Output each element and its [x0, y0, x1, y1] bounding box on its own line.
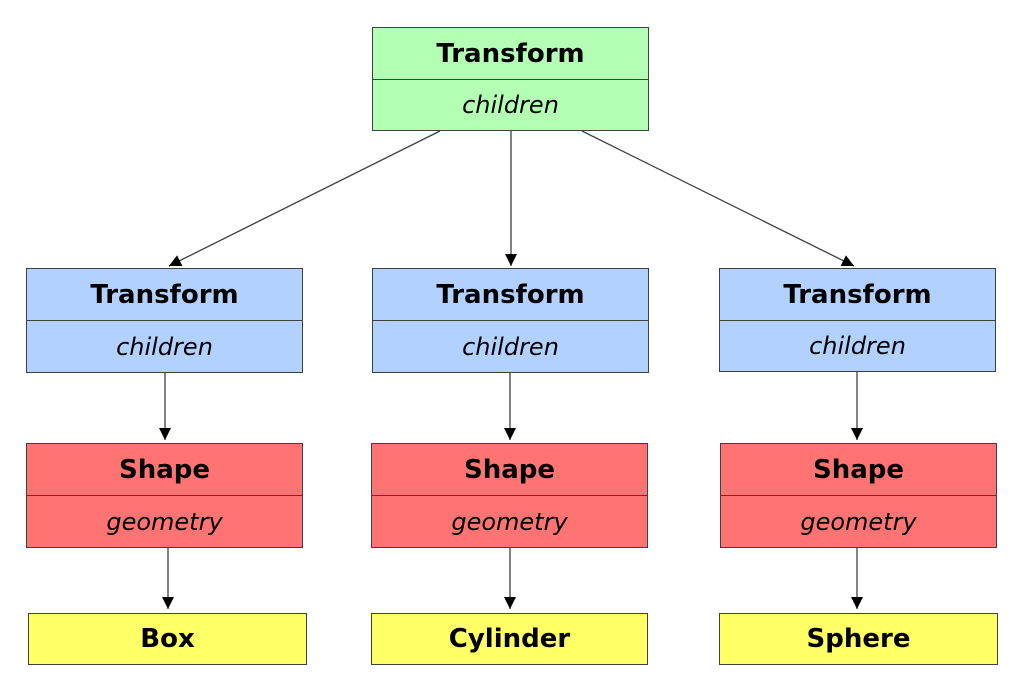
transform-title-center: Transform: [436, 279, 585, 310]
transform-node-right: Transform children: [719, 268, 996, 372]
node-divider: [373, 79, 648, 80]
shape-title-left: Shape: [118, 454, 211, 485]
transform-field-right: children: [809, 332, 906, 360]
transform-field-center: children: [462, 332, 559, 361]
geometry-title-cylinder: Cylinder: [448, 624, 571, 654]
root-transform-field: children: [462, 91, 559, 119]
shape-node-center: Shape geometry: [371, 443, 648, 548]
node-divider: [27, 495, 302, 496]
node-divider: [27, 320, 302, 321]
node-divider: [720, 320, 995, 321]
transform-title-left: Transform: [90, 279, 239, 310]
geometry-node-box: Box: [28, 613, 307, 665]
transform-node-center: Transform children: [372, 268, 649, 373]
shape-field-right: geometry: [800, 507, 917, 536]
shape-field-center: geometry: [451, 507, 568, 536]
edge-root-to-transform-left: [168, 130, 441, 267]
shape-node-right: Shape geometry: [720, 443, 997, 548]
transform-node-left: Transform children: [26, 268, 303, 373]
root-transform-node: Transform children: [372, 27, 649, 131]
transform-title-right: Transform: [783, 279, 932, 310]
geometry-title-box: Box: [140, 624, 195, 654]
transform-field-left: children: [116, 332, 213, 361]
geometry-title-sphere: Sphere: [806, 624, 911, 654]
root-transform-title: Transform: [436, 38, 585, 69]
geometry-node-cylinder: Cylinder: [371, 613, 648, 665]
node-divider: [373, 320, 648, 321]
edge-root-to-transform-right: [581, 130, 855, 267]
shape-title-right: Shape: [812, 454, 905, 485]
geometry-node-sphere: Sphere: [719, 613, 998, 665]
node-divider: [721, 495, 996, 496]
shape-node-left: Shape geometry: [26, 443, 303, 548]
node-divider: [372, 495, 647, 496]
shape-title-center: Shape: [463, 454, 556, 485]
shape-field-left: geometry: [106, 507, 223, 536]
